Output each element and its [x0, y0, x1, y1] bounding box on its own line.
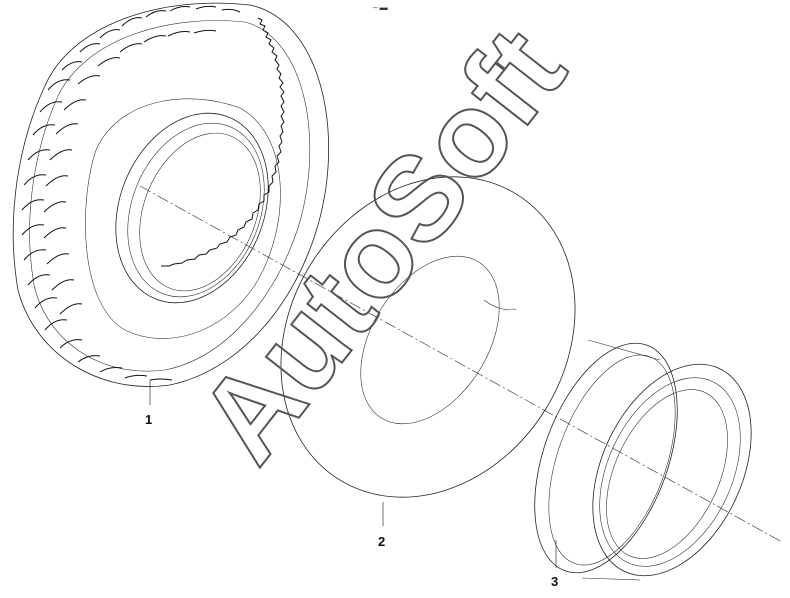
callout-2: 2 — [378, 502, 385, 549]
callout-1: 1 — [145, 380, 152, 427]
tread-pattern — [21, 5, 241, 381]
inner-tube — [280, 176, 576, 498]
center-axis — [139, 185, 783, 543]
tread-edge — [161, 17, 285, 267]
header-mark: ‒ ▬ — [373, 3, 388, 12]
callout-1-label: 1 — [145, 412, 152, 427]
valve-stem — [483, 299, 517, 311]
rim — [534, 339, 752, 581]
callout-3-label: 3 — [551, 574, 558, 589]
callout-2-label: 2 — [378, 534, 385, 549]
callout-3: 3 — [551, 540, 558, 589]
tire — [12, 2, 329, 387]
watermark: AutoSoft — [173, 4, 590, 486]
